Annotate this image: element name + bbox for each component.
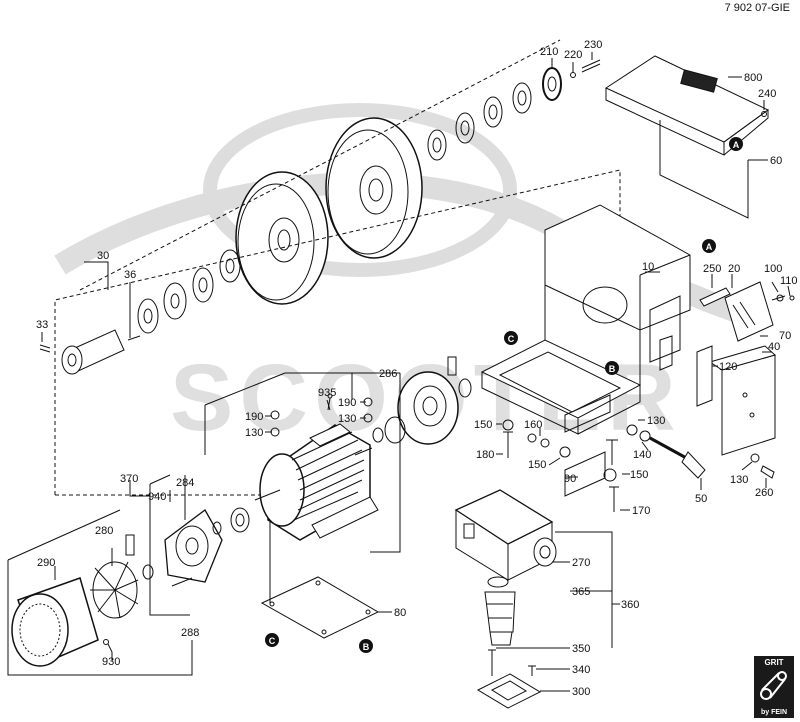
part-end-shield-286 bbox=[372, 356, 472, 445]
label-288: 288 bbox=[181, 627, 199, 639]
label-800: 800 bbox=[744, 72, 762, 84]
label-70: 70 bbox=[779, 330, 791, 342]
label-930: 930 bbox=[102, 656, 120, 668]
label-130-d: 130 bbox=[730, 474, 748, 486]
label-130-left: 130 bbox=[245, 427, 263, 439]
small-parts bbox=[564, 287, 795, 497]
label-40: 40 bbox=[768, 341, 780, 353]
label-935: 935 bbox=[318, 387, 336, 399]
label-250: 250 bbox=[703, 263, 721, 275]
svg-text:A: A bbox=[706, 242, 713, 252]
label-365: 365 bbox=[572, 586, 590, 598]
wheel-spacer-stack-left bbox=[137, 249, 241, 334]
label-110: 110 bbox=[780, 275, 798, 287]
marker-c-base: C bbox=[504, 331, 518, 345]
label-350: 350 bbox=[572, 643, 590, 655]
small-fasteners bbox=[502, 419, 775, 512]
label-940: 940 bbox=[148, 491, 166, 503]
label-160: 160 bbox=[524, 419, 542, 431]
marker-b-base: B bbox=[605, 361, 619, 375]
label-210: 210 bbox=[540, 46, 558, 58]
dashed-guides bbox=[54, 39, 621, 496]
part-fan-cover-290 bbox=[11, 577, 113, 667]
badge-top-text: GRIT bbox=[764, 658, 784, 667]
leader-lines bbox=[41, 52, 791, 692]
svg-text:C: C bbox=[269, 636, 276, 646]
label-290: 290 bbox=[37, 557, 55, 569]
label-270: 270 bbox=[572, 557, 590, 569]
wheel-spacer-stack-right bbox=[427, 82, 532, 161]
label-340: 340 bbox=[572, 664, 590, 676]
label-130-c: 130 bbox=[647, 415, 665, 427]
part-switch-box-270 bbox=[454, 489, 557, 581]
label-10: 10 bbox=[642, 261, 654, 273]
part-front-flange-284 bbox=[125, 507, 250, 587]
part-cover-60 bbox=[604, 55, 769, 219]
grinding-wheel-right bbox=[325, 117, 423, 259]
label-230: 230 bbox=[584, 39, 602, 51]
svg-text:B: B bbox=[609, 364, 616, 374]
label-80: 80 bbox=[394, 607, 406, 619]
label-284: 284 bbox=[176, 477, 194, 489]
label-260: 260 bbox=[755, 487, 773, 499]
part-plate-80 bbox=[260, 576, 380, 639]
grinding-wheel-left bbox=[235, 171, 329, 305]
part-plug-365 bbox=[484, 576, 516, 646]
marker-a-top: A bbox=[729, 137, 743, 151]
marker-b-plate: B bbox=[359, 639, 373, 653]
part-plate-70 bbox=[724, 281, 774, 342]
label-130-right: 130 bbox=[338, 413, 356, 425]
label-190-left: 190 bbox=[245, 411, 263, 423]
svg-text:B: B bbox=[363, 642, 370, 652]
label-150-b: 150 bbox=[528, 459, 546, 471]
svg-text:C: C bbox=[508, 334, 515, 344]
svg-text:A: A bbox=[733, 140, 740, 150]
label-220: 220 bbox=[564, 49, 582, 61]
label-36: 36 bbox=[124, 269, 136, 281]
label-180: 180 bbox=[476, 449, 494, 461]
label-300: 300 bbox=[572, 686, 590, 698]
leader-frames bbox=[7, 372, 613, 676]
belt-icon bbox=[760, 671, 787, 700]
badge-bottom-text: by FEIN bbox=[760, 709, 788, 716]
label-140: 140 bbox=[633, 449, 651, 461]
label-100: 100 bbox=[764, 263, 782, 275]
grit-by-fein-logo: GRIT by FEIN bbox=[754, 656, 794, 718]
part-handle-50 bbox=[626, 424, 706, 479]
label-120: 120 bbox=[719, 361, 737, 373]
part-motor-body bbox=[254, 393, 379, 541]
label-286: 286 bbox=[379, 368, 397, 380]
document-code: 7 902 07-GIE bbox=[724, 2, 790, 14]
label-360: 360 bbox=[621, 599, 639, 611]
label-280: 280 bbox=[95, 525, 113, 537]
part-gasket-300 bbox=[476, 649, 542, 709]
label-150-a: 150 bbox=[474, 419, 492, 431]
part-labels: 800 240 60 210 220 230 30 36 33 10 250 2… bbox=[36, 39, 798, 698]
label-370: 370 bbox=[120, 473, 138, 485]
label-190-right: 190 bbox=[338, 397, 356, 409]
label-20: 20 bbox=[728, 263, 740, 275]
marker-c-plate: C bbox=[265, 633, 279, 647]
label-50: 50 bbox=[695, 493, 707, 505]
label-33: 33 bbox=[36, 319, 48, 331]
part-switch-plate-40 bbox=[708, 345, 777, 456]
label-150-c: 150 bbox=[630, 469, 648, 481]
part-spindle-adapter bbox=[39, 329, 141, 375]
label-90: 90 bbox=[564, 473, 576, 485]
marker-a-housing: A bbox=[702, 239, 716, 253]
part-fan-280 bbox=[90, 561, 139, 619]
label-170: 170 bbox=[632, 505, 650, 517]
label-240: 240 bbox=[758, 88, 776, 100]
label-60: 60 bbox=[770, 155, 782, 167]
label-30: 30 bbox=[97, 250, 109, 262]
